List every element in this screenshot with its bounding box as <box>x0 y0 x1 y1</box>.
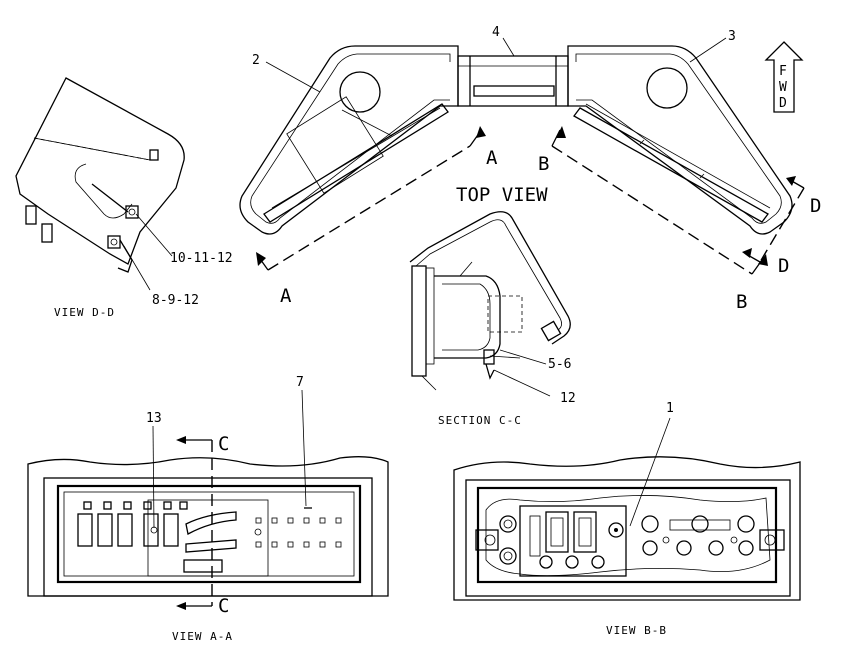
left-wing-housing <box>239 45 459 235</box>
section-letter-d-lower: D <box>778 255 789 277</box>
callout-4: 4 <box>492 25 500 40</box>
section-letter-d-upper: D <box>810 195 821 217</box>
section-cc: 5-6 12 SECTION C-C <box>409 211 576 427</box>
section-letter-c-lower: C <box>218 595 229 617</box>
center-bridge <box>457 55 569 107</box>
callout-12: 12 <box>560 391 576 406</box>
section-line-b <box>551 126 768 275</box>
view-bb-label: VIEW B-B <box>606 624 667 637</box>
forward-arrow: F W D <box>764 41 804 113</box>
callout-5-6: 5-6 <box>548 357 571 372</box>
connector-grid <box>255 517 342 548</box>
section-line-d <box>742 176 805 263</box>
section-letter-b-lower: B <box>736 291 747 313</box>
section-cc-label: SECTION C-C <box>438 414 522 427</box>
switch-row <box>77 501 188 547</box>
view-aa-label: VIEW A-A <box>172 630 233 643</box>
fwd-letter-w: W <box>779 80 787 95</box>
section-letter-a-upper: A <box>486 147 498 169</box>
callout-7: 7 <box>296 375 304 390</box>
callout-1: 1 <box>666 401 674 416</box>
view-aa: C C 13 7 VIEW A-A <box>27 375 389 643</box>
fwd-letter-f: F <box>779 64 787 79</box>
callout-3: 3 <box>728 29 736 44</box>
section-letter-c-upper: C <box>218 433 229 455</box>
callout-13: 13 <box>146 411 162 426</box>
callout-10-11-12: 10-11-12 <box>170 251 233 266</box>
view-dd: 10-11-12 8-9-12 VIEW D-D <box>15 77 233 319</box>
section-letter-b-upper: B <box>538 153 549 175</box>
right-wing-housing <box>567 45 793 235</box>
section-line-a <box>256 126 486 271</box>
callout-2: 2 <box>252 53 260 68</box>
fwd-letter-d: D <box>779 96 787 111</box>
view-dd-label: VIEW D-D <box>54 306 115 319</box>
view-bb: 1 VIEW B-B <box>453 401 801 637</box>
top-view: A A B B D D TOP VIEW 2 3 4 <box>239 25 821 313</box>
top-view-label: TOP VIEW <box>456 184 548 206</box>
section-letter-a-lower: A <box>280 285 292 307</box>
callout-8-9-12: 8-9-12 <box>152 293 199 308</box>
